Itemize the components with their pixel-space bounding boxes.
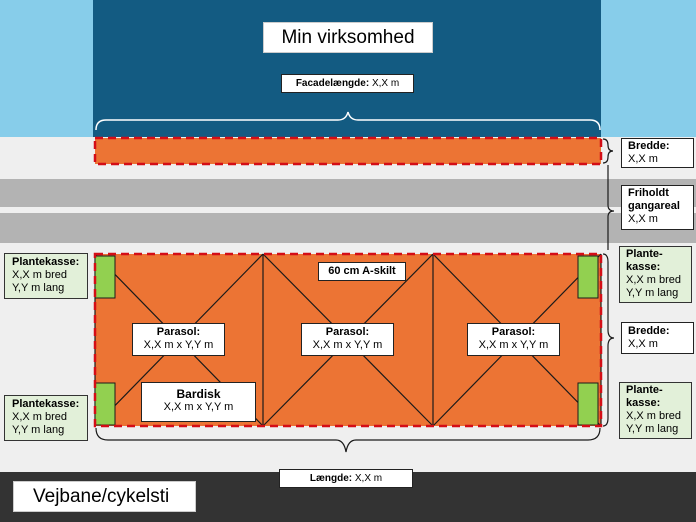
planter-left-bottom-box: Plantekasse: X,X m bred Y,Y m lang [4, 395, 88, 441]
planter-right-bottom-line2: Y,Y m lang [626, 422, 679, 435]
length-box: Længde: X,X m [279, 469, 413, 488]
planter-right-bottom [577, 382, 599, 426]
walkway-label-line1: Friholdt [628, 187, 669, 199]
bar-counter-box: Bardisk X,X m x Y,Y m [141, 382, 256, 422]
width-right-value: X,X m [628, 338, 658, 351]
road-label: Vejbane/cykelsti [33, 486, 170, 507]
length-label: Længde: [309, 473, 353, 484]
bar-counter-size: X,X m x Y,Y m [163, 401, 234, 414]
parasol-2-label: Parasol: [325, 326, 370, 338]
width-top-label: Bredde: [628, 140, 670, 152]
width-right-label: Bredde: [628, 325, 670, 337]
parasol-1-size: X,X m x Y,Y m [143, 339, 214, 352]
top-zone [93, 136, 603, 166]
facade-bracket [95, 111, 601, 131]
main-zone-border [93, 252, 603, 428]
building [93, 0, 601, 137]
walkway-stripe-top [0, 179, 696, 207]
planter-right-bottom-label-line1: Plante- [626, 384, 663, 396]
parasol-2-size: X,X m x Y,Y m [312, 339, 383, 352]
planter-right-top-label-line1: Plante- [626, 248, 663, 260]
width-top-value: X,X m [628, 153, 658, 166]
walkway-stripe-bottom [0, 213, 696, 243]
planter-right-top-line1: X,X m bred [626, 273, 682, 286]
planter-left-bottom-line1: X,X m bred [12, 411, 68, 424]
planter-left-bottom-label: Plantekasse: [12, 398, 80, 410]
parasol-box-3: Parasol: X,X m x Y,Y m [467, 323, 560, 356]
bar-counter-label: Bardisk [176, 387, 221, 401]
walkway-label-line2: gangareal [628, 200, 680, 213]
planter-left-top-line1: X,X m bred [12, 269, 68, 282]
width-top-box: Bredde: X,X m [621, 138, 694, 168]
a-sign-box: 60 cm A-skilt [318, 262, 406, 281]
planter-right-bottom-box: Plante- kasse: X,X m bred Y,Y m lang [619, 382, 692, 439]
building-title-box: Min virksomhed [263, 22, 433, 53]
facade-length-box: Facadelængde: X,X m [281, 74, 414, 93]
parasol-box-1: Parasol: X,X m x Y,Y m [132, 323, 225, 356]
planter-left-bottom [94, 382, 116, 426]
right-brackets [602, 138, 615, 427]
parasol-3-size: X,X m x Y,Y m [478, 339, 549, 352]
planter-left-top-line2: Y,Y m lang [12, 282, 65, 295]
facade-length-label: Facadelængde: [295, 78, 370, 89]
planter-left-top-label: Plantekasse: [12, 256, 80, 268]
planter-right-bottom-line1: X,X m bred [626, 409, 682, 422]
parasol-3-label: Parasol: [491, 326, 536, 338]
sky-right [601, 0, 696, 137]
walkway-value: X,X m [628, 213, 658, 226]
walkway-box: Friholdt gangareal X,X m [621, 185, 694, 230]
road-label-box: Vejbane/cykelsti [13, 481, 196, 512]
parasol-box-2: Parasol: X,X m x Y,Y m [301, 323, 394, 356]
planter-right-top-line2: Y,Y m lang [626, 286, 679, 299]
length-value: X,X m [354, 473, 383, 484]
planter-right-bottom-label-line2: kasse: [626, 396, 661, 409]
building-title: Min virksomhed [281, 27, 415, 48]
width-right-box: Bredde: X,X m [621, 322, 694, 354]
facade-length-value: X,X m [371, 78, 400, 89]
planter-right-top-box: Plante- kasse: X,X m bred Y,Y m lang [619, 246, 692, 303]
planter-right-top-label-line2: kasse: [626, 260, 661, 273]
parasol-1-label: Parasol: [156, 326, 201, 338]
planter-left-top-box: Plantekasse: X,X m bred Y,Y m lang [4, 253, 88, 299]
length-bracket [95, 427, 601, 453]
a-sign-label: 60 cm A-skilt [328, 265, 396, 277]
sky-left [0, 0, 93, 137]
planter-left-top [94, 255, 116, 299]
planter-left-bottom-line2: Y,Y m lang [12, 424, 65, 437]
planter-right-top [577, 255, 599, 299]
